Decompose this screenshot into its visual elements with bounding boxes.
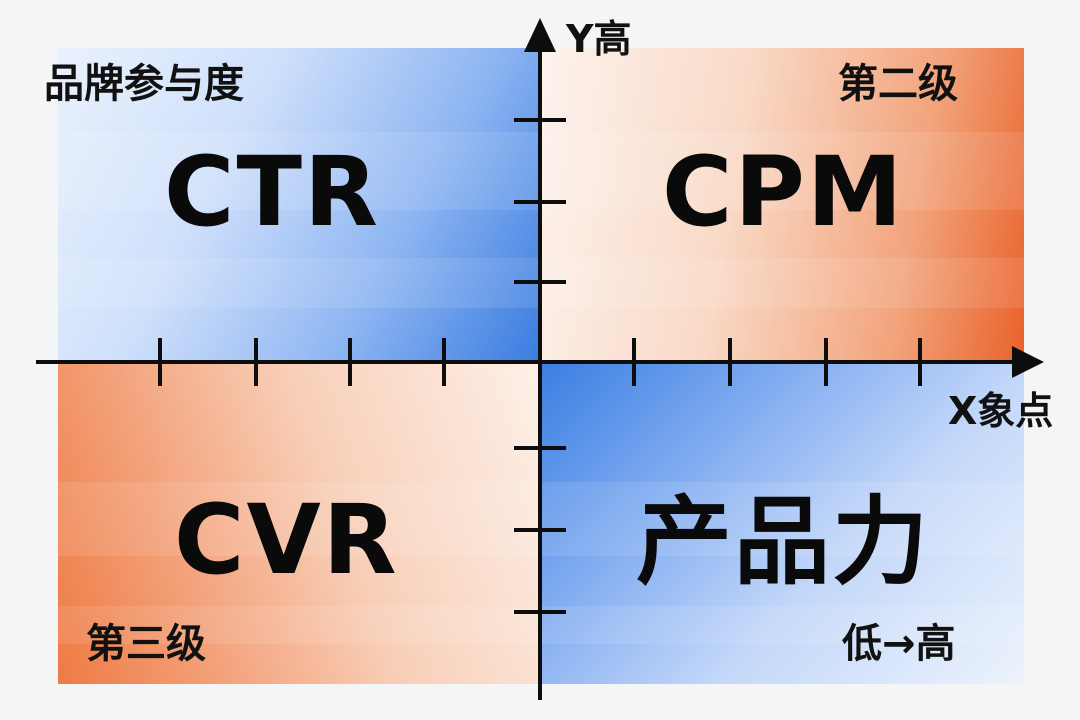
band xyxy=(58,606,538,644)
quadrant-title-bottom-right: 产品力 xyxy=(636,486,930,598)
corner-label-bottom-left: 第三级 xyxy=(86,621,206,667)
band xyxy=(58,132,538,210)
quadrant-bottom-right xyxy=(540,364,1024,684)
x-axis-label: X象点 xyxy=(948,389,1054,433)
quadrant-title-top-right: CPM xyxy=(662,136,905,248)
band xyxy=(540,132,1024,210)
corner-label-bottom-right: 低→高 xyxy=(842,621,956,667)
quadrant-title-bottom-left: CVR xyxy=(174,484,399,596)
corner-label-top-right: 第二级 xyxy=(838,61,958,107)
band xyxy=(58,482,538,556)
band xyxy=(540,258,1024,308)
y-axis-label: Y高 xyxy=(566,17,632,61)
band xyxy=(540,606,1024,644)
corner-label-top-left: 品牌参与度 xyxy=(44,61,244,107)
quadrant-top-left xyxy=(58,48,538,360)
quadrant-bottom-left xyxy=(58,364,538,684)
quadrant-title-top-left: CTR xyxy=(164,136,380,248)
band xyxy=(540,482,1024,556)
band xyxy=(58,258,538,308)
y-axis-arrow-icon xyxy=(524,18,556,52)
x-axis-arrow-icon xyxy=(1012,346,1044,378)
quadrant-top-right xyxy=(540,48,1024,360)
